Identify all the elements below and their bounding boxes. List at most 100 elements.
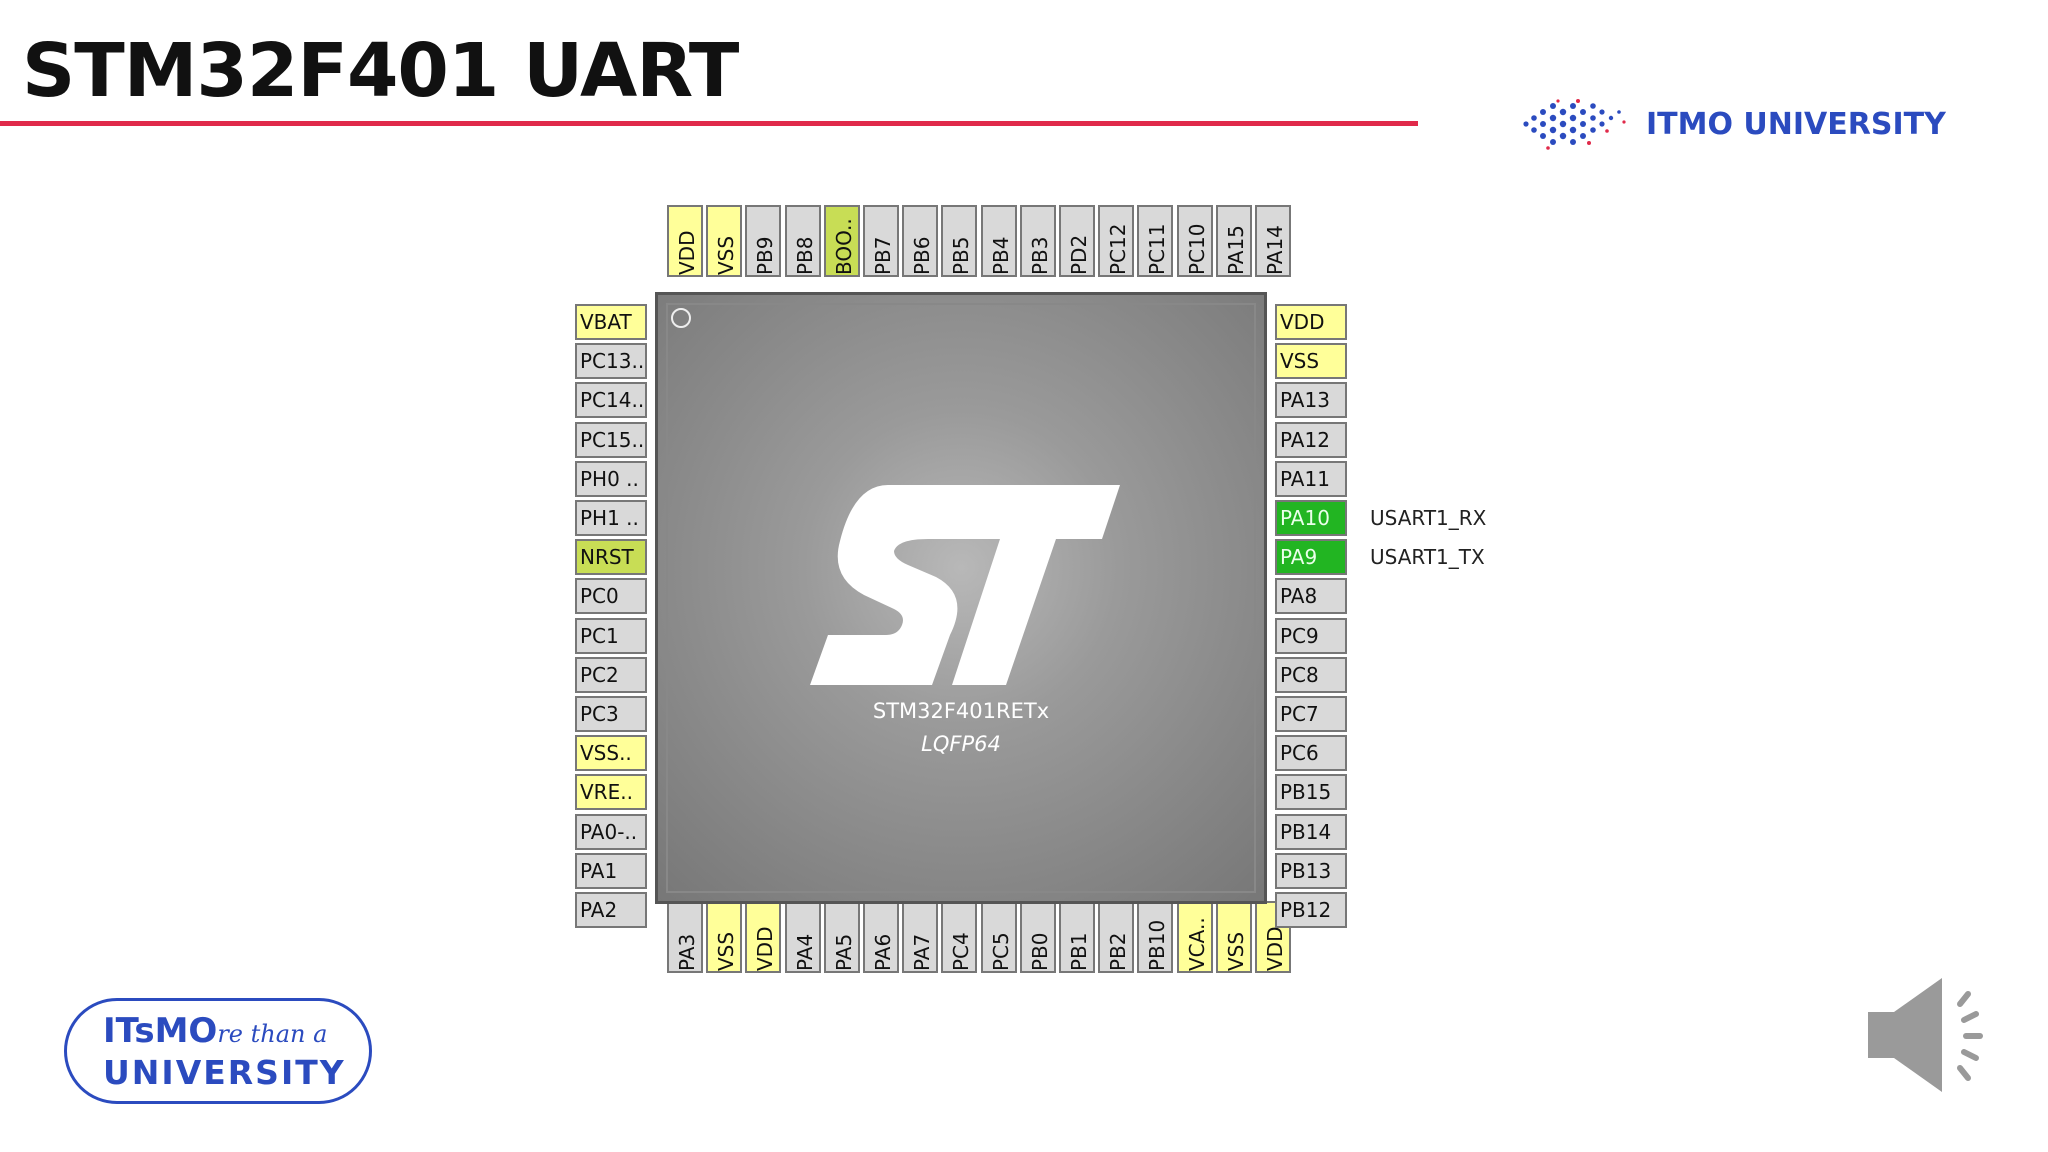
pin-right-pb13[interactable]: PB13 xyxy=(1275,852,1347,889)
pin-label: VDD xyxy=(675,230,699,275)
chip-inner-border xyxy=(666,303,1256,893)
pin-label: PA10 xyxy=(1280,506,1330,530)
pin-top-pc10[interactable]: PC10 xyxy=(1176,205,1213,277)
pin-label: PC14.. xyxy=(580,388,645,413)
pin-left-ph0[interactable]: PH0 .. xyxy=(575,460,647,497)
pin-left-pc14[interactable]: PC14.. xyxy=(575,382,647,419)
pin-right-pc8[interactable]: PC8 xyxy=(1275,656,1347,693)
pin-left-ph1[interactable]: PH1 .. xyxy=(575,500,647,536)
pin-label: PA7 xyxy=(910,933,935,971)
pin-bottom-pb1[interactable]: PB1 xyxy=(1059,901,1095,973)
pin-right-pb12[interactable]: PB12 xyxy=(1275,892,1347,928)
pin-label: PC3 xyxy=(580,702,619,726)
pin-label: VSS xyxy=(714,235,739,275)
pin-right-pb15[interactable]: PB15 xyxy=(1275,774,1347,811)
pin-bottom-vss[interactable]: VSS xyxy=(706,901,743,973)
pin-label: PB6 xyxy=(910,236,935,275)
pin-top-pa15[interactable]: PA15 xyxy=(1215,205,1252,277)
pin-bottom-pb0[interactable]: PB0 xyxy=(1019,901,1056,973)
pin-top-boo[interactable]: BOO.. xyxy=(823,205,860,277)
pin-top-pc12[interactable]: PC12 xyxy=(1098,205,1135,277)
pin-top-pc11[interactable]: PC11 xyxy=(1137,205,1174,277)
pin-top-pb3[interactable]: PB3 xyxy=(1019,205,1056,277)
pin-bottom-pb10[interactable]: PB10 xyxy=(1137,901,1174,973)
pin-label: VDD xyxy=(753,926,778,971)
pin-top-pb6[interactable]: PB6 xyxy=(902,205,939,277)
pin-left-pc15[interactable]: PC15.. xyxy=(575,421,647,458)
pin-top-pb4[interactable]: PB4 xyxy=(980,205,1017,277)
itmo-dots-logo-icon xyxy=(1523,99,1626,150)
pin-top-pb5[interactable]: PB5 xyxy=(941,205,978,277)
pin-left-pc1[interactable]: PC1 xyxy=(575,617,647,654)
pin-left-pa1[interactable]: PA1 xyxy=(575,852,647,889)
pin-label: VSS xyxy=(1223,931,1248,971)
pin-label: NRST xyxy=(580,545,634,570)
pin-left-nrst[interactable]: NRST xyxy=(575,539,647,576)
pin-label: PC7 xyxy=(1280,702,1319,726)
pin-right-vss[interactable]: VSS xyxy=(1275,343,1347,380)
pin-label: PA3 xyxy=(675,933,699,971)
pin-left-pc0[interactable]: PC0 xyxy=(575,578,647,615)
pin-right-pa12[interactable]: PA12 xyxy=(1275,421,1347,458)
pin-label: PC0 xyxy=(580,584,619,609)
pin-bottom-pa7[interactable]: PA7 xyxy=(902,901,939,973)
pin-left-vss[interactable]: VSS.. xyxy=(575,735,647,772)
pin-label: PC12 xyxy=(1106,223,1131,275)
pin-top-pb9[interactable]: PB9 xyxy=(745,205,782,277)
pin-top-vdd[interactable]: VDD xyxy=(667,205,703,277)
pin-label: BOO.. xyxy=(831,218,856,275)
pin-bottom-pa4[interactable]: PA4 xyxy=(784,901,821,973)
pin1-marker xyxy=(671,308,691,328)
pin-right-pc7[interactable]: PC7 xyxy=(1275,696,1347,732)
pin-right-pc9[interactable]: PC9 xyxy=(1275,617,1347,654)
pin-left-vbat[interactable]: VBAT xyxy=(575,304,647,340)
pin-bottom-pa3[interactable]: PA3 xyxy=(667,901,703,973)
chip-package: LQFP64 xyxy=(921,732,1001,756)
pin-bottom-pb2[interactable]: PB2 xyxy=(1098,901,1135,973)
pin-top-pb7[interactable]: PB7 xyxy=(863,205,899,277)
pin-right-pc6[interactable]: PC6 xyxy=(1275,735,1347,772)
pin-label: PC11 xyxy=(1145,223,1170,275)
pin-label: PA14 xyxy=(1263,225,1287,275)
pin-right-pb14[interactable]: PB14 xyxy=(1275,813,1347,850)
pin-label: PB5 xyxy=(949,236,974,275)
pin-bottom-pc5[interactable]: PC5 xyxy=(980,901,1017,973)
pin-bottom-pa6[interactable]: PA6 xyxy=(863,901,899,973)
pin-right-pa8[interactable]: PA8 xyxy=(1275,578,1347,615)
pin-label: VSS.. xyxy=(580,741,632,766)
pin-label: PB15 xyxy=(1280,780,1332,805)
pin-label: PC15.. xyxy=(580,427,645,452)
pin-bottom-vca[interactable]: VCA.. xyxy=(1176,901,1213,973)
pin-label: PB0 xyxy=(1027,932,1052,971)
pin-right-vdd[interactable]: VDD xyxy=(1275,304,1347,340)
pin-bottom-vdd[interactable]: VDD xyxy=(745,901,782,973)
pin-top-pb8[interactable]: PB8 xyxy=(784,205,821,277)
slogan-script: re than a xyxy=(217,1020,328,1048)
pin-right-pa9[interactable]: PA9 xyxy=(1275,539,1347,576)
pin-bottom-pa5[interactable]: PA5 xyxy=(823,901,860,973)
pin-label: VSS xyxy=(714,931,739,971)
pin-bottom-vss[interactable]: VSS xyxy=(1215,901,1252,973)
pin-left-vre[interactable]: VRE.. xyxy=(575,774,647,811)
pin-top-pa14[interactable]: PA14 xyxy=(1255,205,1291,277)
itmo-slogan-badge: ITsMOre than a UNIVERSITY xyxy=(64,998,372,1104)
pin-right-pa11[interactable]: PA11 xyxy=(1275,460,1347,497)
pin-label: PA13 xyxy=(1280,388,1330,413)
pin-right-pa13[interactable]: PA13 xyxy=(1275,382,1347,419)
pin-top-vss[interactable]: VSS xyxy=(706,205,743,277)
pin-label: PC8 xyxy=(1280,662,1319,687)
pin-right-pa10[interactable]: PA10 xyxy=(1275,500,1347,536)
pin-bottom-pc4[interactable]: PC4 xyxy=(941,901,978,973)
pin-label: PC5 xyxy=(988,932,1013,971)
pin-label: PC10 xyxy=(1184,223,1209,275)
pin-left-pc2[interactable]: PC2 xyxy=(575,656,647,693)
speaker-volume-icon[interactable] xyxy=(1864,970,1994,1100)
pin-label: PD2 xyxy=(1067,234,1091,275)
pin-left-pc3[interactable]: PC3 xyxy=(575,696,647,732)
pin-label: PB13 xyxy=(1280,858,1332,883)
pin-left-pa0[interactable]: PA0-.. xyxy=(575,813,647,850)
pin-signal-label: USART1_TX xyxy=(1370,545,1485,570)
pin-left-pc13[interactable]: PC13.. xyxy=(575,343,647,380)
pin-top-pd2[interactable]: PD2 xyxy=(1059,205,1095,277)
pin-left-pa2[interactable]: PA2 xyxy=(575,892,647,928)
